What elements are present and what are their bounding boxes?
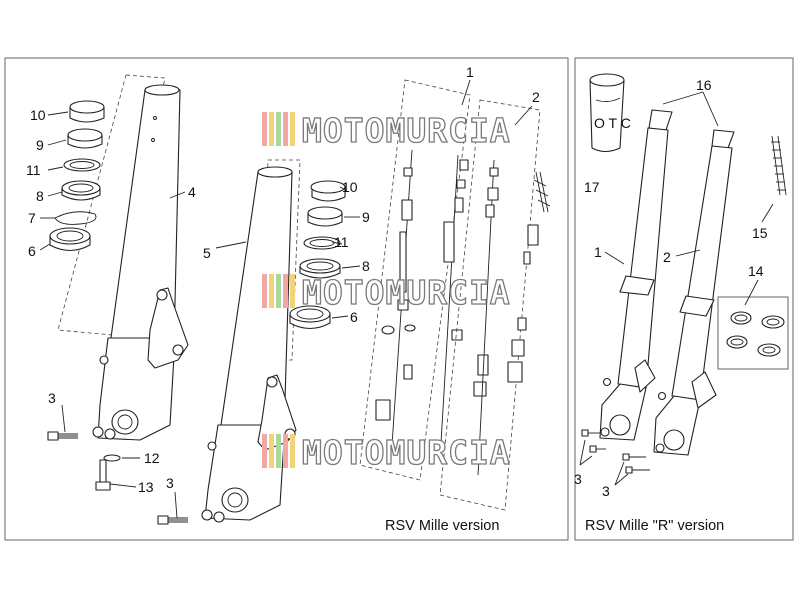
spring-15 [771,135,787,196]
fork-outer-tube-middle [201,159,301,523]
callout-2: 2 [532,89,540,105]
callout-8-middle: 8 [362,258,370,274]
watermark-text-3: MOTOMURCIA [302,433,511,472]
callout-7: 7 [28,210,36,226]
watermark-text-1: MOTOMURCIA [302,111,511,150]
seal-kit-14 [717,296,789,370]
callout-1-right: 1 [594,244,602,260]
right-panel-caption: RSV Mille "R" version [585,518,724,534]
callout-10-middle: 10 [342,179,358,195]
callout-6: 6 [28,243,36,259]
callout-11-middle: 11 [334,234,349,250]
callout-9-middle: 9 [362,209,370,225]
callout-13: 13 [138,479,154,495]
watermark-1: MOTOMURCIA [262,110,511,151]
washer-12 [103,454,121,462]
callout-16: 16 [696,77,712,93]
callout-11: 11 [26,162,41,178]
callout-17: 17 [584,179,600,195]
callout-8: 8 [36,188,44,204]
ring-stack-middle [289,180,346,330]
fork-r-leg-1 [599,109,673,441]
callout-3-right-a: 3 [574,471,582,487]
callout-12: 12 [144,450,160,466]
watermark-text-2: MOTOMURCIA [302,273,511,312]
watermark-2: MOTOMURCIA [262,272,511,313]
callout-14: 14 [748,263,764,279]
bolt-13 [95,459,111,491]
watermark-3: MOTOMURCIA [262,432,511,473]
callout-1: 1 [466,64,474,80]
left-panel-caption: RSV Mille version [385,518,499,534]
tool-label: O T C [594,115,631,131]
tool-sleeve-17: O T C [589,73,631,153]
screws-3-right [581,429,650,474]
callout-2-right: 2 [663,249,671,265]
screw-3-middle [157,515,188,525]
callout-15: 15 [752,225,768,241]
screw-3-left [47,431,78,441]
leader-lines [39,79,774,519]
callout-10: 10 [30,107,46,123]
callout-3-right-b: 3 [602,483,610,499]
callout-3-middle: 3 [166,475,174,491]
exploded-internals-assembly-2 [439,99,551,511]
callout-3-left: 3 [48,390,56,406]
fork-r-leg-2 [653,129,735,456]
callout-numbers: 10 9 11 8 7 6 4 5 3 12 13 3 10 9 11 8 6 … [26,64,768,499]
callout-9: 9 [36,137,44,153]
fork-outer-tube-left [57,74,189,441]
callout-6-middle: 6 [350,309,358,325]
callout-4: 4 [188,184,196,200]
callout-5: 5 [203,245,211,261]
ring-stack-left [49,100,105,252]
